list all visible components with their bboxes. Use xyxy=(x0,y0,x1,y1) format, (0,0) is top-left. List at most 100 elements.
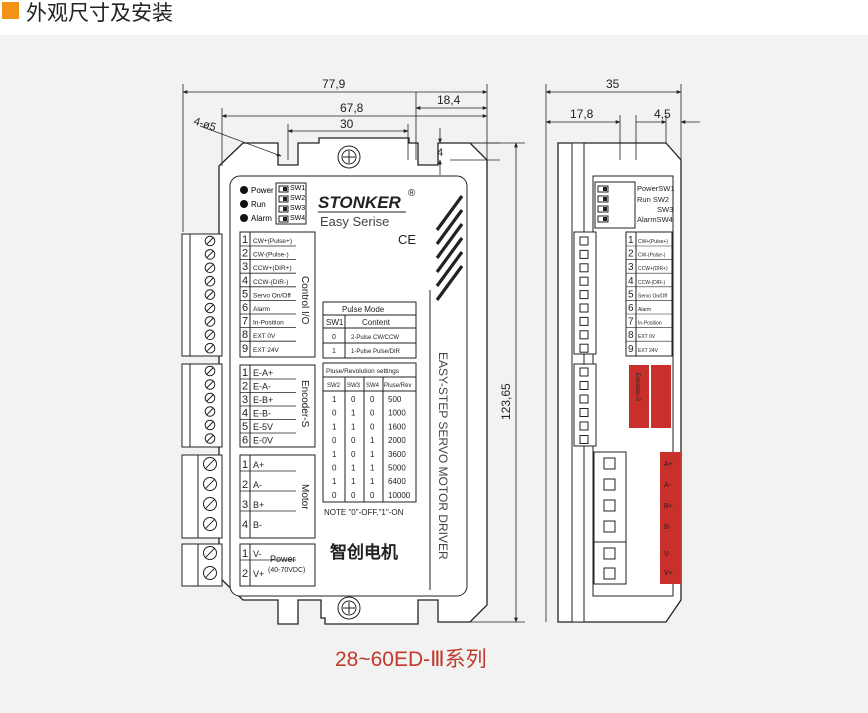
encoder-pin-label: E-A- xyxy=(253,382,271,392)
section-header: 外观尺寸及安装 xyxy=(0,0,868,34)
pulse-mode-r1-content: 2-Pulse CW/CCW xyxy=(351,335,399,341)
encoder-pin-label: E-B- xyxy=(253,409,271,419)
pulse-rev-cell: 0 xyxy=(332,436,337,445)
side-io-pin-number: 4 xyxy=(628,276,634,287)
side-dim-left-offset: 17,8 xyxy=(570,107,594,121)
pulse-rev-cell: 0 xyxy=(351,491,356,500)
pulse-rev-cell: 1 xyxy=(370,436,375,445)
side-red-labels: Encoder-S xyxy=(629,365,681,584)
motor-screw-icon xyxy=(203,477,217,491)
side-io-pin-number: 3 xyxy=(628,262,634,273)
control_io-pin-number: 3 xyxy=(242,261,248,273)
pulse-rev-cell: 0 xyxy=(332,464,337,473)
side-switch-label: SW3 xyxy=(657,205,673,214)
side-switch-label: AlarmSW4 xyxy=(637,215,673,224)
dim-right-offset: 18,4 xyxy=(437,93,461,107)
control-screw-icon xyxy=(204,302,216,314)
control_io-pin-label: In-Position xyxy=(253,320,284,327)
side-io-pin-label: CCW-(DIR-) xyxy=(638,280,665,286)
ce-mark: CE xyxy=(398,232,416,247)
side-io-pin-label: CW-(Pulse-) xyxy=(638,253,666,259)
power-pin-number: 1 xyxy=(242,548,248,560)
side-encoder-title: Encoder-S xyxy=(634,373,640,401)
side-power-pin-icon xyxy=(603,547,616,560)
side-motor-tag: A+ xyxy=(664,461,673,468)
led-label-run: Run xyxy=(251,200,266,209)
encoder-screw-icon xyxy=(204,419,216,431)
brand-reg-mark: ® xyxy=(408,188,416,199)
pulse-mode-header-content: Content xyxy=(362,318,391,327)
pulse-rev-cell: 1 xyxy=(370,477,375,486)
cn-brand: 智创电机 xyxy=(330,542,398,562)
motor-pin-number: 1 xyxy=(242,459,248,471)
pulse-mode-r2-sw: 1 xyxy=(332,348,336,355)
control-terminal-block xyxy=(181,233,223,357)
side-control-pin-icon xyxy=(579,290,589,300)
side-switch-label: PowerSW1 xyxy=(637,184,675,193)
encoder-pin-number: 6 xyxy=(242,435,248,447)
alarm-led-icon xyxy=(240,214,248,222)
side-power-tag: V- xyxy=(664,551,671,558)
power-table: Power (40-70VDC) xyxy=(239,543,316,587)
led-label-alarm: Alarm xyxy=(251,214,272,223)
encoder-screw-icon xyxy=(204,379,216,390)
pulse-rev-cell: 1 xyxy=(370,450,375,459)
control_io-pin-number: 6 xyxy=(242,302,248,314)
side-control-pin-icon xyxy=(579,343,589,353)
pulse-rev-h-value: Pluse/Rev xyxy=(384,383,411,389)
side-io-pin-label: CW+(Pulse+) xyxy=(638,239,668,245)
encoder-pin-label: E-A+ xyxy=(253,368,273,378)
dim-hole-dia: 4-ø5 xyxy=(192,115,217,133)
encoder-screw-icon xyxy=(204,433,216,444)
side-motor-pin-icon xyxy=(603,499,616,512)
motor-pin-number: 4 xyxy=(242,519,248,531)
dim-height: 123,65 xyxy=(499,383,513,420)
side-encoder-pin-icon xyxy=(579,435,589,444)
pulse-rev-cell: 0 xyxy=(370,491,375,500)
pulse-mode-header-sw: SW1 xyxy=(326,318,344,327)
side-io-pin-number: 6 xyxy=(628,303,634,314)
brand-series: Easy Serise xyxy=(320,214,389,229)
pulse-rev-cell: 500 xyxy=(388,395,402,404)
side-control-pin-icon xyxy=(579,303,589,313)
control-screw-icon xyxy=(204,342,216,354)
dim-slot-depth: 4 xyxy=(437,147,443,159)
series-caption: 28~60ED-Ⅲ系列 xyxy=(335,648,487,671)
side-encoder-pin-icon xyxy=(579,394,589,404)
pulse-rev-cell: 0 xyxy=(332,491,337,500)
pulse-rev-cell: 0 xyxy=(351,436,356,445)
encoder-pin-number: 5 xyxy=(242,421,248,433)
power-screw-icon xyxy=(203,566,217,580)
pulse-rev-cell: 1 xyxy=(332,450,337,459)
control-screw-icon xyxy=(204,289,216,300)
side-encoder-pin-icon xyxy=(579,421,589,431)
control_io-pin-label: CW+(Pulse+) xyxy=(253,238,292,245)
control_io-pin-label: EXT 24V xyxy=(253,347,280,354)
side-terminal-pins xyxy=(579,185,616,580)
pulse-rev-h-sw3: SW3 xyxy=(347,383,361,389)
side-io-pin-number: 5 xyxy=(628,289,634,300)
brand-logo: STONKER xyxy=(318,193,402,212)
control-io-title: Control I/O xyxy=(299,276,310,325)
drawing-area: Power Run Alarm SW1 SW2 SW3 SW4 STONKER … xyxy=(0,35,868,713)
dimension-drawing: Power Run Alarm SW1 SW2 SW3 SW4 STONKER … xyxy=(181,77,700,671)
power-led-icon xyxy=(240,186,248,194)
pulse-rev-cell: 0 xyxy=(351,395,356,404)
encoder-screw-icon xyxy=(204,392,216,404)
control_io-pin-number: 4 xyxy=(242,275,248,287)
side-dimensions xyxy=(545,84,700,622)
motor-screw-icon xyxy=(203,457,217,471)
control-screw-icon xyxy=(204,249,216,260)
side-control-pin-icon xyxy=(579,236,589,246)
pulse-mode-r2-content: 1-Pulse Pulse/DIR xyxy=(351,349,401,355)
pulse-rev-cell: 5000 xyxy=(388,464,406,473)
pulse-rev-cell: 1 xyxy=(351,409,356,418)
front-dimensions xyxy=(182,84,525,623)
side-motor-pin-icon xyxy=(603,478,616,491)
side-encoder-pin-icon xyxy=(579,381,589,390)
side-io-pin-number: 1 xyxy=(628,235,634,246)
pulse-mode-title: Pulse Mode xyxy=(342,305,385,314)
control_io-pin-number: 1 xyxy=(242,234,248,246)
dim-slot-width: 30 xyxy=(340,117,354,131)
side-control-pin-icon xyxy=(579,330,589,340)
